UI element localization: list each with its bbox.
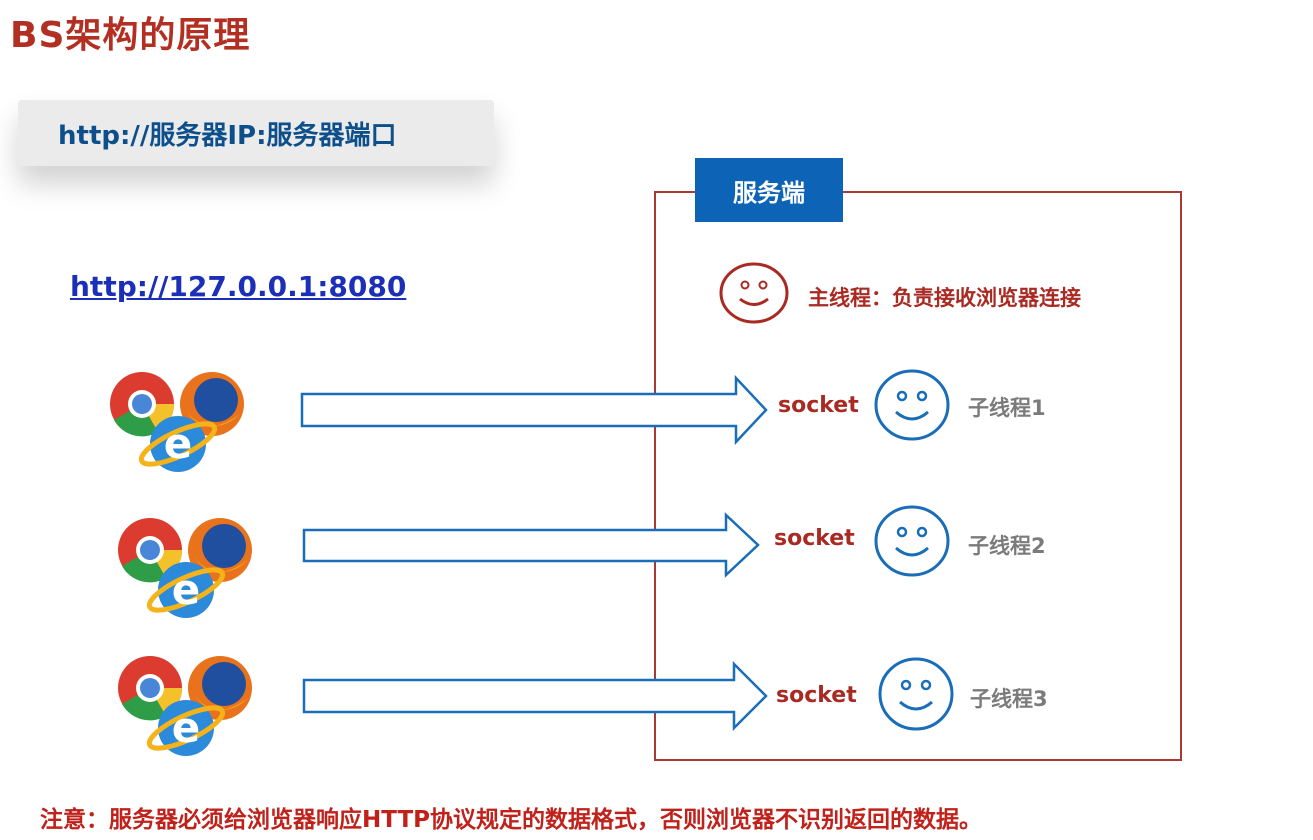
chrome-icon	[118, 656, 183, 721]
page-title: BS架构的原理	[10, 15, 251, 56]
arrow-2	[302, 512, 760, 578]
main-thread-label: 主线程：负责接收浏览器连接	[808, 286, 1081, 310]
url-template: http://服务器IP:服务器端口	[58, 120, 397, 151]
server-label: 服务端	[695, 158, 843, 222]
arrow-1	[300, 374, 768, 446]
ie-icon: e	[146, 562, 226, 618]
ie-icon: e	[146, 700, 226, 756]
url-template-box: http://服务器IP:服务器端口	[18, 100, 494, 166]
chrome-icon	[110, 372, 175, 437]
child-thread-smiley-icon-2	[874, 505, 950, 577]
svg-text:e: e	[164, 419, 193, 468]
socket-label-1: socket	[778, 393, 859, 418]
browser-icons-3: e	[118, 656, 252, 756]
footer-note: 注意：服务器必须给浏览器响应HTTP协议规定的数据格式，否则浏览器不识别返回的数…	[40, 807, 983, 833]
server-box	[654, 191, 1182, 761]
socket-label-2: socket	[774, 526, 855, 551]
child-thread-label-2: 子线程2	[968, 534, 1046, 558]
svg-text:e: e	[172, 703, 201, 752]
child-thread-label-1: 子线程1	[968, 396, 1046, 420]
firefox-icon	[180, 372, 244, 436]
main-thread-smiley-icon	[719, 262, 789, 324]
arrow-3	[302, 660, 768, 732]
svg-text:e: e	[172, 565, 201, 614]
child-thread-label-3: 子线程3	[970, 687, 1048, 711]
child-thread-smiley-icon-1	[874, 369, 950, 441]
child-thread-smiley-icon-3	[878, 657, 954, 731]
firefox-icon	[188, 518, 252, 582]
browser-icons-1: e	[110, 372, 244, 472]
firefox-icon	[188, 656, 252, 720]
example-url-link[interactable]: http://127.0.0.1:8080	[70, 270, 407, 303]
ie-icon: e	[138, 416, 218, 472]
browser-icons-2: e	[118, 518, 252, 618]
socket-label-3: socket	[776, 683, 857, 708]
